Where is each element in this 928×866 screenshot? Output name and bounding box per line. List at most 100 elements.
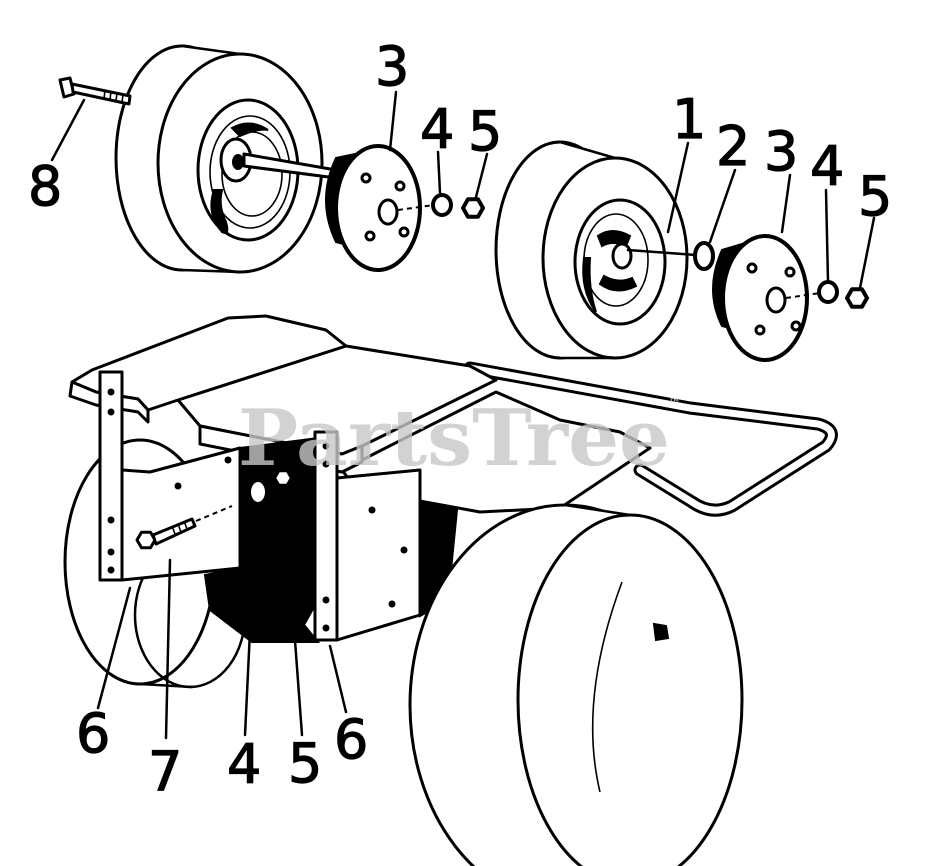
- bracket-hole: [174, 482, 182, 490]
- bolt-thread: [103, 89, 106, 100]
- hub-stud-hole: [398, 226, 410, 238]
- callout-bracket-left: 6: [76, 702, 110, 765]
- leader-line-3: [780, 173, 792, 234]
- hub-bore-hole: [232, 154, 244, 170]
- spacer: [693, 241, 715, 271]
- leader-line-5: [858, 216, 876, 290]
- leader-line-5: [474, 152, 489, 199]
- watermark: PartsTree ™: [238, 393, 681, 484]
- rear-wheel-right: [408, 503, 744, 866]
- leader-lines-bottom: [96, 490, 348, 740]
- nut: [845, 287, 869, 309]
- callouts-top-left: 8 3 4 5: [27, 34, 503, 218]
- callout-hub: 3: [375, 35, 409, 98]
- bracket-strap: [98, 370, 124, 582]
- bracket-strap: [313, 430, 339, 642]
- bolt-thread: [115, 92, 118, 102]
- washer: [431, 193, 453, 217]
- leader-line-5: [282, 490, 304, 737]
- bolt-head: [58, 76, 76, 99]
- callout-spacer: 2: [716, 115, 750, 178]
- bracket-hole: [368, 506, 376, 514]
- leader-lines-top-left: [50, 90, 489, 199]
- leader-line-4: [243, 504, 258, 737]
- leader-line-1: [666, 141, 690, 234]
- hub-stud-hole: [394, 180, 406, 192]
- hub-center-hole: [377, 198, 399, 226]
- leader-line-3: [388, 90, 398, 152]
- watermark-text: PartsTree: [238, 393, 670, 484]
- bolt-thread: [183, 520, 188, 530]
- bracket-hole: [107, 516, 115, 524]
- rim-arc: [591, 581, 623, 793]
- hub-bore: [611, 242, 633, 270]
- callouts-top-right: 1 2 3 4 5: [671, 87, 893, 228]
- leader-line-8: [50, 98, 86, 162]
- nut: [461, 197, 485, 219]
- callout-nut: 5: [858, 165, 892, 228]
- callout-nut: 5: [288, 732, 322, 795]
- nut: [272, 468, 294, 488]
- watermark-trademark: ™: [668, 397, 681, 412]
- leader-line-2: [708, 168, 737, 244]
- callout-washer: 4: [420, 98, 454, 161]
- callout-washer: 4: [810, 135, 844, 198]
- assembly-centerline: [397, 204, 435, 211]
- washer: [247, 478, 269, 506]
- bracket-right: [313, 430, 422, 642]
- frame-rail-inner: [466, 364, 835, 514]
- leader-line-6-left: [96, 586, 132, 710]
- callout-hub: 3: [764, 120, 798, 183]
- callout-washer: 4: [227, 733, 261, 796]
- hub-stud-hole: [360, 172, 372, 184]
- callout-nut: 5: [468, 100, 502, 163]
- callout-bolt: 7: [148, 740, 182, 803]
- leader-lines-top-right: [666, 141, 876, 290]
- hub-assembly-top-left: [325, 144, 485, 272]
- assembly-centerline: [195, 505, 233, 522]
- bracket-hole: [322, 596, 330, 604]
- callout-bracket-right: 6: [334, 708, 368, 771]
- hub-disc: [721, 234, 809, 362]
- callout-bolt: 8: [28, 155, 62, 218]
- assembly-centerline: [785, 292, 821, 299]
- bolt-8: [58, 76, 132, 106]
- hub-center-hole: [765, 286, 787, 314]
- callouts-bottom: 6 7 4 5 6: [75, 701, 369, 803]
- bolt-7: [135, 505, 233, 550]
- tire-sidewall: [516, 513, 744, 866]
- leader-line-4: [824, 188, 830, 284]
- hub-stud-hole: [754, 324, 766, 336]
- callout-axle: 1: [672, 88, 706, 151]
- bracket-hole: [400, 546, 408, 554]
- bracket-hole: [107, 388, 115, 396]
- tire-tread-top: [563, 503, 632, 517]
- hub-stud-hole: [364, 230, 376, 242]
- bolt-shaft: [70, 82, 132, 106]
- axle-housing: [239, 436, 319, 634]
- bracket-hole: [107, 548, 115, 556]
- rim-shadow: [582, 257, 597, 313]
- hub-stud-hole: [746, 262, 758, 274]
- tire-tread-top: [180, 44, 242, 56]
- wheel-assembly-top-right: [494, 140, 698, 360]
- tire-tread-top: [558, 140, 617, 160]
- hub-cap: [652, 622, 670, 642]
- bolt-thread: [171, 525, 176, 535]
- leader-line-7: [164, 558, 172, 740]
- rim-shadow: [210, 189, 229, 234]
- bracket-hole: [322, 442, 330, 450]
- washer: [817, 280, 839, 304]
- bracket-plate: [335, 468, 422, 642]
- bracket-hole: [107, 408, 115, 416]
- bolt-thread: [121, 93, 124, 104]
- bracket-hole: [322, 624, 330, 632]
- bolt-thread: [177, 523, 182, 533]
- leader-line-6-right: [328, 644, 348, 714]
- bolt-head: [135, 530, 157, 550]
- brake-detail: [598, 274, 638, 292]
- leader-line-4: [436, 150, 442, 195]
- axle-line: [626, 248, 698, 257]
- bracket-hole: [107, 566, 115, 574]
- hub-assembly-top-right: [693, 234, 869, 362]
